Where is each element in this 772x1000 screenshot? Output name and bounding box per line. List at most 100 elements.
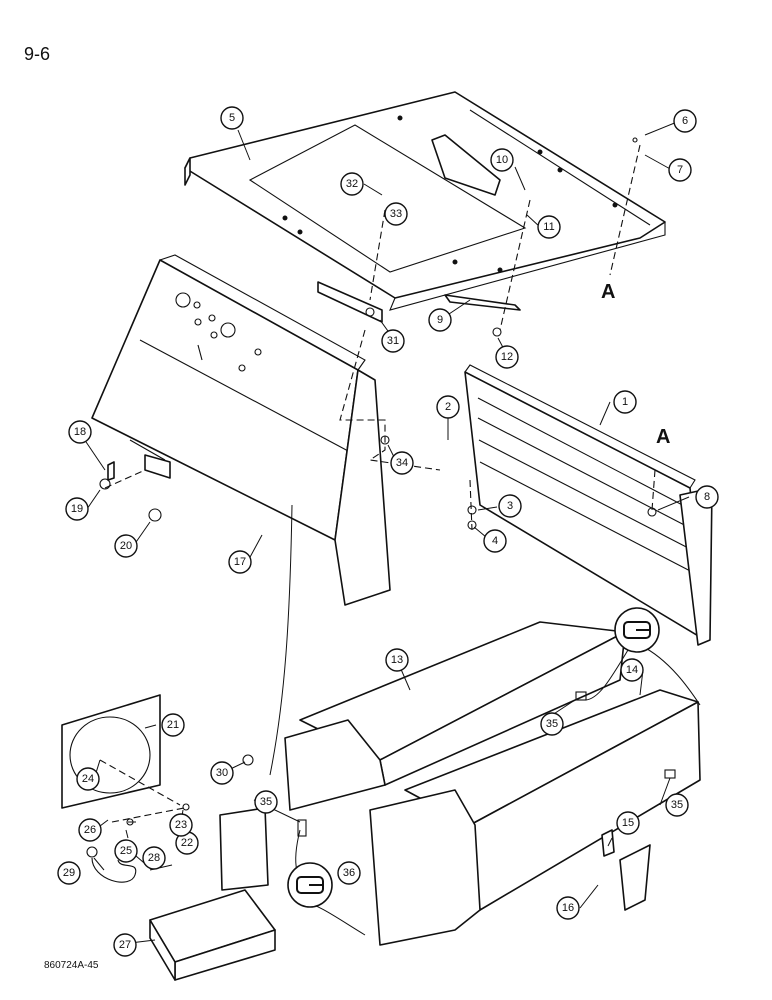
callout-number: 24 [82,773,94,785]
callout-number: 26 [84,824,96,836]
callout-6: 6 [673,109,697,133]
callout-number: 2 [445,401,451,413]
callout-29: 29 [57,861,81,885]
callout-circle [228,550,252,574]
callout-18: 18 [68,420,92,444]
tool-box [149,807,276,981]
callout-number: 33 [390,208,402,220]
callout-number: 35 [260,796,272,808]
callout-number: 28 [148,852,160,864]
callout-circle [340,172,364,196]
callout-4: 4 [483,529,507,553]
callout-26: 26 [78,818,102,842]
callout-circle [385,648,409,672]
callout-circle [498,494,522,518]
callout-circle [428,308,452,332]
latch [601,829,651,911]
callout-number: 27 [119,939,131,951]
callout-number: 29 [63,867,75,879]
callout-14: 14 [620,658,644,682]
callout-circle [169,813,193,837]
callout-circle [68,420,92,444]
callout-circle [142,846,166,870]
support-bar [444,294,521,311]
callout-24: 24 [76,767,100,791]
callout-34: 34 [390,451,414,475]
callout-number: 20 [120,540,132,552]
top-cover-plate [184,91,666,311]
callout-number: 32 [346,178,358,190]
callout-number: 17 [234,556,246,568]
callout-circle [113,933,137,957]
callout-number: 14 [626,664,638,676]
callout-circle [613,390,637,414]
callout-32: 32 [340,172,364,196]
callout-circle [537,215,561,239]
callout-circle [65,497,89,521]
callout-number: 15 [622,817,634,829]
callout-circle [665,793,689,817]
callout-1: 1 [613,390,637,414]
callout-number: 7 [677,164,683,176]
callout-17: 17 [228,550,252,574]
detail-symbol-lower [287,862,333,908]
callout-35: 35 [254,790,278,814]
callout-circle [620,658,644,682]
callout-23: 23 [169,813,193,837]
callout-circle [540,712,564,736]
callout-circle [483,529,507,553]
callout-circle [673,109,697,133]
callout-number: 35 [546,718,558,730]
callout-number: 30 [216,767,228,779]
page-number: 9-6 [24,44,51,64]
reference-letter-lower: A [656,426,670,448]
callout-number: 6 [682,115,688,127]
callout-circle [78,818,102,842]
callout-circle [436,395,460,419]
callout-number: 18 [74,426,86,438]
callout-15: 15 [616,811,640,835]
callout-3: 3 [498,494,522,518]
callout-12: 12 [495,345,519,369]
callout-circle [114,534,138,558]
callout-number: 11 [543,221,554,233]
callout-circle [57,861,81,885]
callout-number: 22 [181,837,193,849]
callout-number: 4 [492,535,498,547]
callout-number: 1 [622,396,628,408]
callout-35: 35 [540,712,564,736]
callout-number: 8 [704,491,710,503]
reference-letter-upper: A [601,281,615,303]
left-fender-cover [284,621,626,811]
callout-circle [384,202,408,226]
callout-31: 31 [381,329,405,353]
callout-30: 30 [210,761,234,785]
callout-28: 28 [142,846,166,870]
callout-number: 12 [501,351,513,363]
callout-number: 31 [387,335,399,347]
callout-number: 21 [167,719,179,731]
callout-number: 35 [671,799,683,811]
callout-number: 19 [71,503,83,515]
callout-number: 5 [229,112,235,124]
callout-20: 20 [114,534,138,558]
callout-10: 10 [490,148,514,172]
callout-21: 21 [161,713,185,737]
callout-number: 34 [396,457,408,469]
callout-circle [556,896,580,920]
callout-circle [695,485,719,509]
callout-27: 27 [113,933,137,957]
callout-number: 36 [343,867,355,879]
callout-number: 10 [496,154,508,166]
callout-circle [76,767,100,791]
callout-number: 23 [175,819,187,831]
storage-plate [61,694,161,809]
callout-number: 25 [120,845,132,857]
callout-7: 7 [668,158,692,182]
callout-number: 9 [437,314,443,326]
dashed-connection-lines [99,144,656,823]
callout-circle [381,329,405,353]
callout-circle [495,345,519,369]
